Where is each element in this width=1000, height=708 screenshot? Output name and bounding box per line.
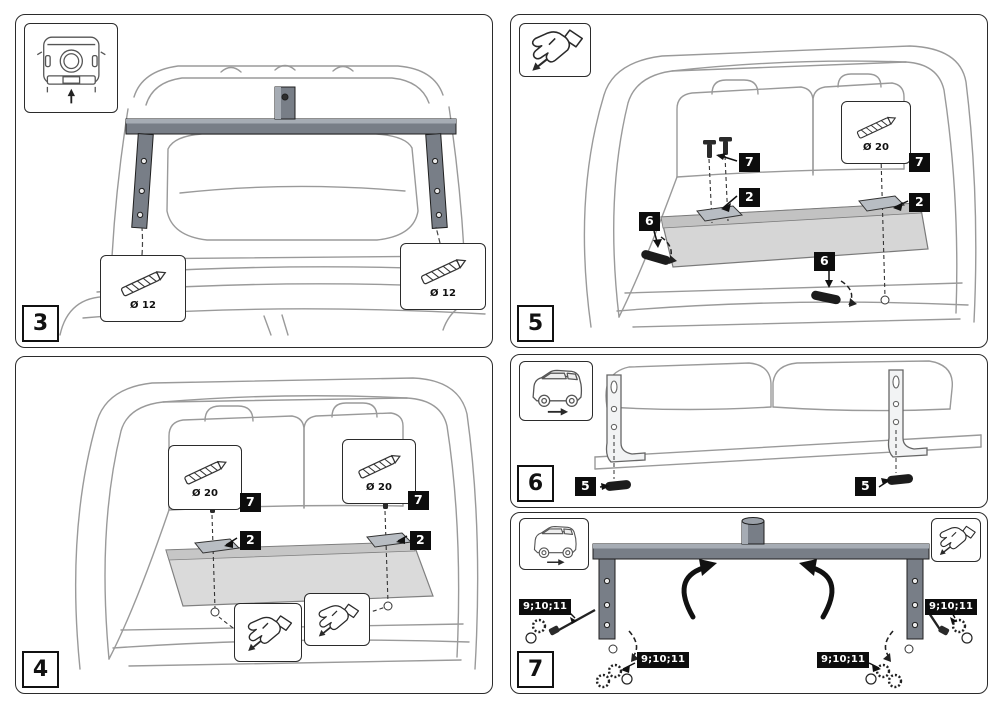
drill-size-callout: Ø 20 bbox=[342, 439, 416, 504]
drill-size-label: Ø 12 bbox=[430, 288, 456, 299]
part-label-spacer: 6 bbox=[814, 252, 835, 271]
step-number-box: 3 bbox=[22, 305, 59, 342]
car-rear-inset bbox=[24, 23, 118, 113]
step-number-box: 6 bbox=[517, 465, 554, 502]
part-label-bolt: 7 bbox=[739, 153, 760, 172]
car-view-inset bbox=[519, 518, 589, 570]
drill-size-callout: Ø 12 bbox=[100, 255, 186, 322]
part-label-hardware: 9;10;11 bbox=[925, 599, 978, 615]
drill-bit-icon bbox=[120, 271, 167, 297]
panel-step-7: 9;10;11 9;10;11 9;10;11 9;10;11 7 bbox=[510, 512, 988, 694]
panel-step-3: Ø 12 Ø 12 3 bbox=[15, 14, 493, 348]
step6-illustration bbox=[594, 360, 982, 491]
part-label-spacer: 5 bbox=[855, 477, 876, 496]
car-three-quarter-icon bbox=[532, 370, 582, 416]
hand-tighten-callout bbox=[304, 593, 370, 646]
step-number-box: 7 bbox=[517, 651, 554, 688]
drill-size-label: Ø 20 bbox=[366, 482, 392, 493]
part-label-spacer: 6 bbox=[639, 212, 660, 231]
drill-size-label: Ø 20 bbox=[863, 142, 889, 153]
hand-fastener-inset bbox=[519, 23, 591, 77]
drill-bit-icon bbox=[184, 460, 227, 485]
hand-fastener-icon bbox=[531, 29, 583, 71]
panel-step-5: Ø 20 7 2 6 7 2 6 5 bbox=[510, 14, 988, 348]
part-label-bracket: 2 bbox=[909, 193, 930, 212]
drill-bit-icon bbox=[856, 116, 897, 139]
drill-size-callout: Ø 12 bbox=[400, 243, 486, 310]
panel-step-4: Ø 20 Ø 20 7 2 7 2 bbox=[15, 356, 493, 694]
part-label-bolt: 7 bbox=[240, 493, 261, 512]
step-number: 7 bbox=[527, 657, 544, 682]
step-number: 4 bbox=[32, 657, 49, 682]
part-label-spacer: 5 bbox=[575, 477, 596, 496]
hand-tighten-callout bbox=[234, 603, 302, 662]
hand-fastener-inset bbox=[931, 518, 981, 562]
part-label-bracket: 2 bbox=[739, 188, 760, 207]
drill-size-callout: Ø 20 bbox=[841, 101, 911, 164]
hand-fastener-icon bbox=[939, 525, 976, 555]
car-rear-view-icon bbox=[36, 36, 106, 103]
car-view-inset bbox=[519, 361, 593, 421]
car-three-quarter-icon bbox=[533, 525, 577, 566]
panel-step-6: 5 5 6 bbox=[510, 354, 988, 508]
drill-bit-icon bbox=[420, 259, 467, 285]
part-label-bracket: 2 bbox=[410, 531, 431, 550]
part-label-hardware: 9;10;11 bbox=[817, 652, 870, 668]
hand-tighten-icon bbox=[318, 603, 360, 637]
part-label-bolt: 7 bbox=[408, 491, 429, 510]
drill-bit-icon bbox=[358, 454, 401, 479]
drill-size-callout: Ø 20 bbox=[168, 445, 242, 510]
drill-size-label: Ø 12 bbox=[130, 300, 156, 311]
step-number: 5 bbox=[527, 311, 544, 336]
step-number: 6 bbox=[527, 471, 544, 496]
part-label-hardware: 9;10;11 bbox=[637, 652, 690, 668]
step-number-box: 4 bbox=[22, 651, 59, 688]
part-label-bolt: 7 bbox=[909, 153, 930, 172]
step-number: 3 bbox=[32, 311, 49, 336]
step5-illustration bbox=[583, 45, 977, 328]
drill-size-label: Ø 20 bbox=[192, 488, 218, 499]
step-number-box: 5 bbox=[517, 305, 554, 342]
hand-tighten-icon bbox=[247, 615, 293, 651]
part-label-hardware: 9;10;11 bbox=[519, 599, 572, 615]
step7-illustration bbox=[525, 517, 973, 689]
part-label-bracket: 2 bbox=[240, 531, 261, 550]
